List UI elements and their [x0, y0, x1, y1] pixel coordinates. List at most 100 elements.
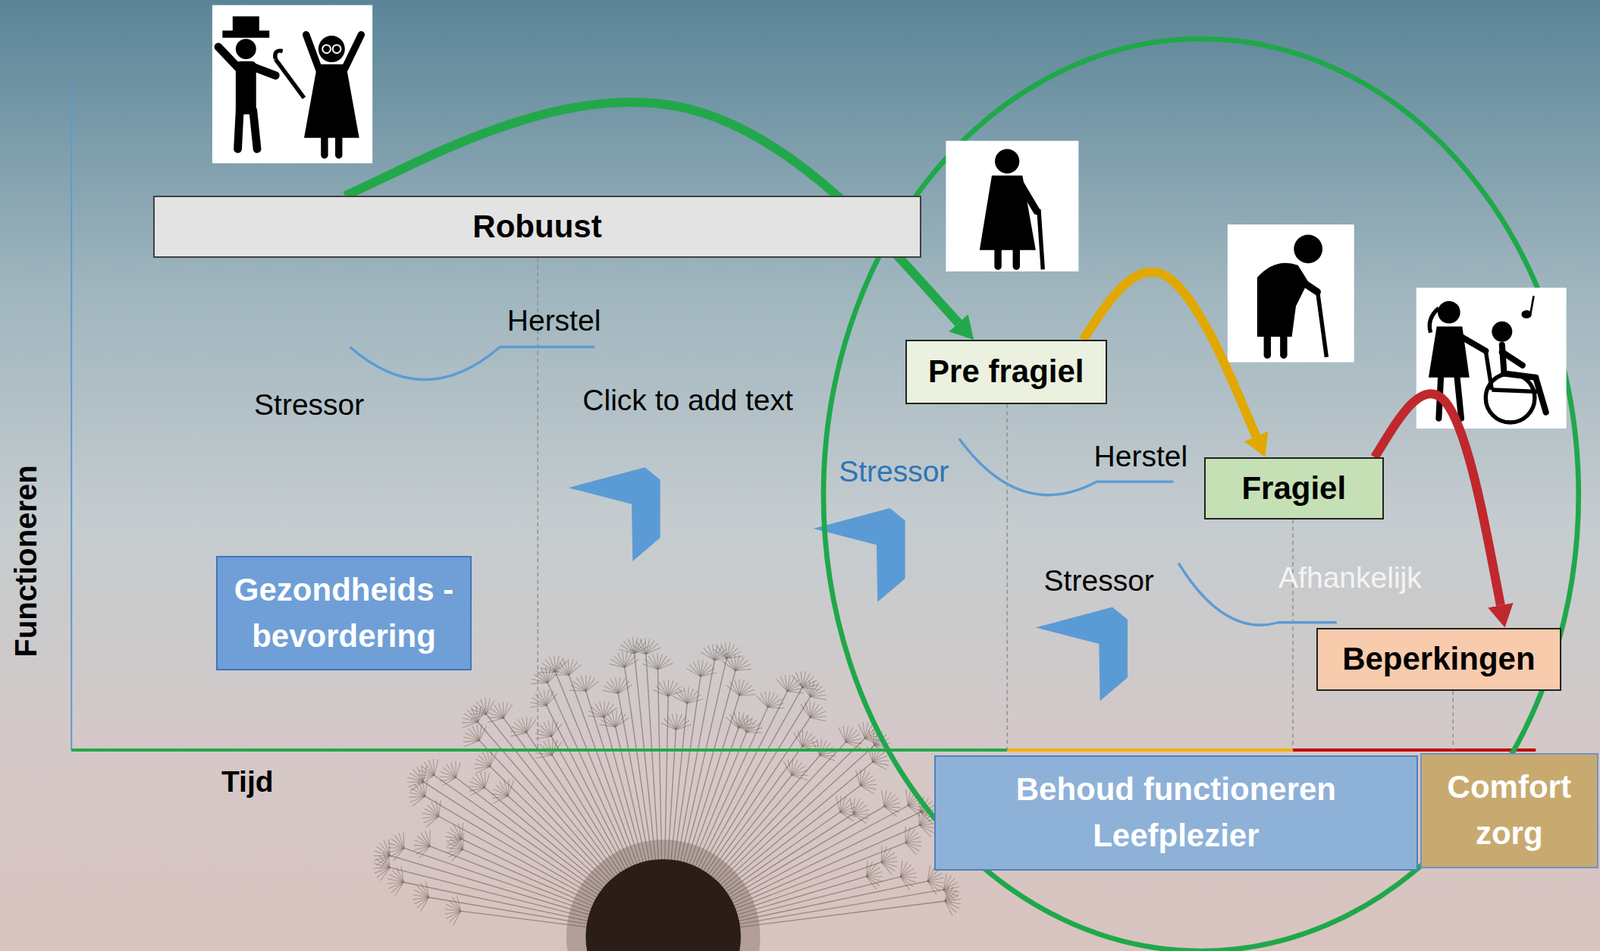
dandelion-seed-tuft [783, 759, 808, 781]
dandelion-seed-hair [943, 887, 960, 891]
elderly-woman-icon [1020, 183, 1038, 211]
dandelion-seed-hair [734, 712, 738, 728]
wheelchair-icon [1416, 287, 1567, 429]
dandelion-seed-hair [568, 658, 573, 675]
dandelion-seed-hair [624, 640, 635, 653]
dandelion-seed-hair [374, 855, 390, 861]
dandelion-seed-hair [800, 704, 810, 719]
dandelion-seed-hair [735, 660, 748, 672]
dandelion-seed-hair [373, 867, 391, 869]
dandelion-seed-hair [900, 864, 911, 877]
dandelion-seed-hair [543, 689, 547, 706]
dandelion-seed-stalk [618, 693, 650, 866]
dandelion-seed-hair [403, 831, 405, 849]
dandelion-seed-hair [866, 872, 883, 877]
dandelion-seed-hair [490, 751, 498, 767]
dandelion-seed-hair [539, 671, 556, 673]
dandelion-seed-hair [456, 895, 461, 912]
dandelion-seed-hair [683, 687, 688, 703]
dandelion-seed-hair [819, 755, 835, 761]
stage-text: Fragiel [1241, 469, 1346, 508]
dandelion-seed-tuft [387, 831, 405, 861]
dandelion-seed-hair [476, 774, 486, 788]
wheelchair-icon [1428, 326, 1470, 378]
dandelion-seed-hair [787, 759, 792, 775]
dandelion-seed-hair [376, 867, 390, 878]
dandelion-seed-tuft [487, 701, 513, 722]
stage-text: Behoud functioneren Leefplezier [946, 766, 1406, 860]
dandelion-seed-hair [739, 685, 753, 696]
dandelion-seed-hair [636, 641, 647, 655]
dandelion-seed-stalk [712, 742, 846, 885]
dandelion-seed-hair [906, 789, 909, 806]
stage-text: Beperkingen [1342, 640, 1535, 678]
dandelion-seed-tuft [726, 679, 756, 697]
dandelion-seed-tuft [734, 715, 763, 733]
dandelion-seed-hair [730, 714, 739, 728]
dandelion-seed-hair [791, 774, 809, 776]
frail-woman-icon [1257, 263, 1309, 337]
dandelion-seed-hair [425, 881, 429, 898]
dandelion-seed-hair [746, 727, 763, 733]
dandelion-seed-tuft [793, 730, 819, 751]
dandelion-seed-stalk [526, 732, 624, 878]
dandelion-seed-hair [767, 695, 779, 708]
dandelion-seed-tuft [800, 680, 826, 700]
dancing-couple-icon [212, 5, 373, 164]
dandelion-seed-hair [418, 774, 435, 780]
dandelion-seed-hair [387, 881, 404, 884]
dancing-couple-icon [232, 16, 260, 34]
dandelion-seed-tuft [569, 674, 599, 692]
dandelion-seed-hair [546, 693, 558, 706]
dandelion-seed-hair [900, 872, 917, 877]
dandelion-seed-hair [873, 728, 875, 745]
process-chevrons [1035, 607, 1128, 702]
dandelion-seed-stalk [724, 806, 885, 901]
phase-label: Stressor [254, 387, 364, 424]
dandelion-seed-hair [526, 717, 532, 734]
dandelion-seed-hair [802, 745, 819, 747]
dandelion-seed-hair [816, 739, 820, 756]
dandelion-seed-hair [791, 765, 806, 775]
dandelion-seed-hair [412, 897, 429, 900]
dancing-couple-icon [322, 44, 331, 54]
dandelion-seed-hair [379, 843, 391, 857]
wheelchair-icon [1491, 321, 1513, 342]
elderly-woman-icon [945, 141, 1079, 272]
wheelchair-icon [1485, 373, 1535, 423]
dandelion-seed-hair [809, 717, 826, 722]
axes [70, 86, 73, 750]
dandelion-seed-hair [455, 762, 461, 779]
dandelion-seed-tuft [721, 654, 752, 672]
dandelion-seed-hair [884, 806, 900, 813]
dandelion-seed-hair [853, 805, 867, 815]
dandelion-seed-hair [809, 680, 814, 697]
dandelion-seed-tuft [776, 674, 804, 693]
dandelion-seed-hair [503, 704, 513, 719]
dandelion-seed-hair [927, 881, 941, 892]
dandelion-seed-stalk [646, 654, 659, 866]
dandelion-seed-hair [470, 713, 487, 715]
axes [1007, 748, 1293, 752]
dandelion-seed-hair [698, 660, 701, 677]
dandelion-seed-hair [432, 759, 434, 775]
dandelion-seed-hair [436, 800, 440, 816]
dandelion-seed-hair [444, 910, 461, 914]
dandelion-seed-hair [531, 682, 548, 684]
dandelion-seed-hair [687, 699, 703, 704]
dandelion-seed-hair [687, 694, 701, 704]
dandelion-seed-hair [421, 765, 424, 782]
dandelion-seed-tuft [414, 829, 430, 858]
dandelion-seed-hair [675, 724, 692, 731]
dandelion-seed-tuft [800, 701, 827, 722]
dandelion-seed-hair [599, 701, 605, 718]
wheelchair-icon [1535, 377, 1546, 413]
dandelion-seed-hair [493, 704, 504, 718]
dandelion-seed-hair [730, 681, 740, 696]
dandelion-seed-stalk [555, 671, 637, 871]
dandelion-seed-stalk [434, 774, 606, 896]
dandelion-seed-hair [919, 823, 936, 826]
dandelion-seed-hair [853, 809, 870, 815]
dandelion-seed-hair [480, 771, 485, 788]
dandelion-head [585, 859, 741, 951]
